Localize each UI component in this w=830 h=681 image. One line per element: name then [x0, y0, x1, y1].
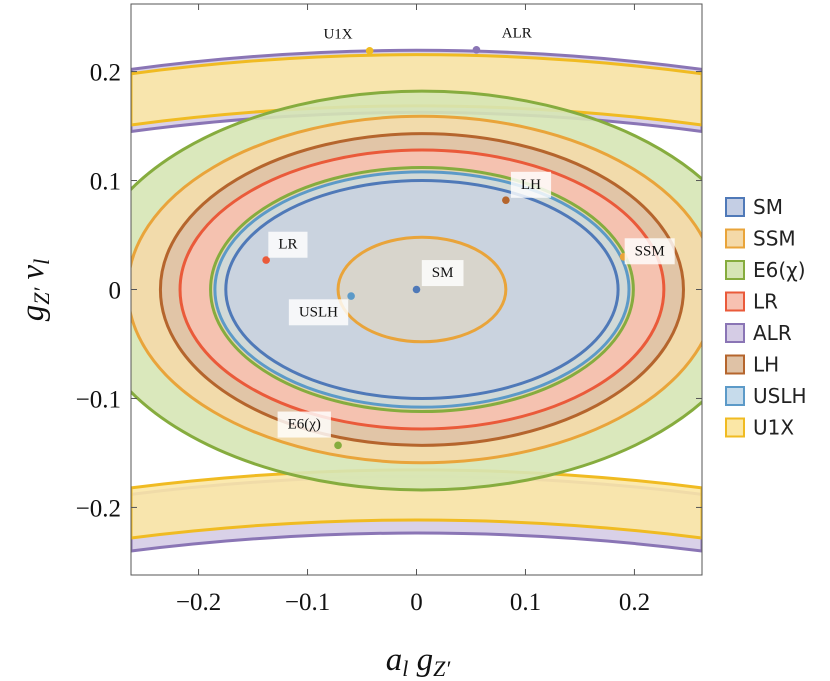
legend-swatch: [725, 291, 745, 312]
point-e6: [334, 441, 342, 450]
legend-item-e6: E6(χ): [725, 258, 806, 282]
annotation-e6: E6(χ): [277, 411, 331, 438]
annotation-labels: SM SSM E6(χ) LR ALR LH USLH U1X: [268, 20, 675, 438]
annotation-text: SSM: [635, 243, 665, 259]
x-tick-label: 0.1: [510, 589, 541, 616]
annotation-uslh: USLH: [288, 299, 349, 326]
y-tick-label: −0.1: [76, 386, 121, 413]
legend-item-lh: LH: [725, 353, 779, 377]
legend-swatch: [725, 323, 745, 343]
legend-swatch: [725, 354, 745, 375]
point-uslh: [347, 292, 355, 300]
legend-label: SSM: [753, 227, 796, 251]
region-sm: [224, 179, 620, 400]
annotation-ssm: SSM: [624, 238, 675, 265]
legend-swatch: [725, 228, 745, 249]
point-lr: [262, 256, 270, 264]
annotation-text: LH: [521, 177, 541, 193]
y-tick-label: 0.2: [90, 60, 121, 87]
annotation-box: [277, 411, 331, 438]
x-tick-label: 0.2: [619, 589, 650, 616]
legend-item-sm: SM: [725, 195, 783, 219]
annotation-lh: LH: [510, 171, 552, 198]
y-tick-label: 0.1: [90, 169, 121, 196]
legend-item-u1x: U1X: [725, 416, 794, 440]
annotation-text: E6(χ): [288, 417, 321, 433]
legend-swatch: [725, 197, 745, 217]
annotation-u1x: U1X: [313, 21, 363, 48]
legend-label: ALR: [753, 321, 792, 345]
legend-swatch: [725, 417, 745, 438]
annotation-lr: LR: [268, 231, 308, 258]
y-tick-label: −0.2: [76, 495, 121, 522]
annotation-text: USLH: [299, 304, 338, 320]
point-u1x: [365, 47, 374, 55]
annotation-sm: SM: [421, 260, 464, 287]
legend-label: LR: [753, 290, 778, 314]
legend-item-uslh: USLH: [725, 384, 807, 408]
point-sm: [412, 285, 421, 294]
axis-ticks: −0.2 −0.1 0 0.1 0.2 −0.2 −0.1 0 0.1 0.2: [76, 4, 702, 616]
point-alr: [472, 45, 481, 54]
x-axis-label: al gZ′: [386, 642, 452, 681]
x-tick-label: 0: [410, 589, 423, 616]
benchmark-points: [262, 45, 628, 450]
annotation-box: [268, 231, 308, 258]
annotation-box: [491, 20, 542, 47]
annotation-box: [510, 171, 552, 198]
annotation-box: [624, 238, 675, 265]
legend-label: SM: [753, 195, 783, 219]
legend-swatch: [725, 260, 745, 280]
legend-label: LH: [753, 353, 779, 377]
y-tick-label: 0: [109, 278, 122, 305]
annotation-box: [288, 299, 349, 326]
legend-label: USLH: [753, 384, 807, 408]
annotation-text: SM: [432, 265, 454, 281]
contour-regions: [131, 48, 702, 553]
annotation-text: ALR: [502, 25, 532, 41]
annotation-box: [421, 260, 464, 287]
legend: SM SSM E6(χ) LR ALR LH USLH U1X: [725, 195, 807, 440]
x-tick-label: −0.2: [176, 589, 221, 616]
x-tick-label: −0.1: [285, 589, 330, 616]
legend-item-lr: LR: [725, 290, 778, 314]
annotation-text: LR: [278, 237, 297, 253]
legend-label: U1X: [753, 416, 794, 440]
point-lh: [502, 196, 510, 204]
legend-item-ssm: SSM: [725, 227, 796, 251]
legend-label: E6(χ): [753, 258, 806, 282]
legend-swatch: [725, 386, 745, 406]
legend-item-alr: ALR: [725, 321, 792, 345]
annotation-text: U1X: [323, 26, 352, 42]
annotation-alr: ALR: [491, 20, 542, 47]
region-ssm: [336, 235, 508, 344]
annotation-box: [313, 21, 363, 48]
y-axis-label: gZ′ vl: [15, 259, 54, 322]
